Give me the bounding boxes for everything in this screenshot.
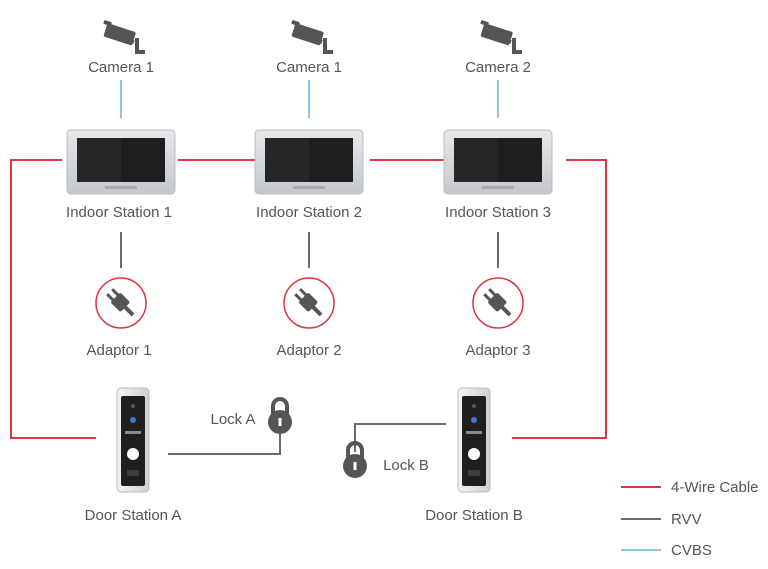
door-station-label: Door Station B (425, 507, 523, 524)
door-station-icon (457, 387, 491, 493)
camera-2: Camera 1 (276, 20, 342, 76)
indoor-monitor-icon (443, 129, 553, 195)
legend: 4-Wire Cable RVV CVBS (621, 479, 759, 559)
camera-label: Camera 2 (465, 59, 531, 76)
lock-label: Lock A (210, 411, 255, 428)
adaptor-label: Adaptor 3 (465, 342, 530, 359)
indoor-monitor-icon (66, 129, 176, 195)
door-station-a: Door Station A (85, 387, 182, 524)
indoor-station-1: Indoor Station 1 (66, 129, 176, 221)
cable-indoor1-doorA (10, 159, 96, 439)
indoor-station-label: Indoor Station 3 (445, 204, 551, 221)
adaptor-label: Adaptor 2 (276, 342, 341, 359)
legend-item-rvv: RVV (621, 511, 702, 528)
lock-label: Lock B (383, 457, 429, 474)
legend-label: 4-Wire Cable (671, 479, 759, 496)
lock-b: Lock B (343, 441, 429, 478)
rvv-doorB-lockB (354, 423, 446, 452)
indoor-monitor-icon (254, 129, 364, 195)
padlock-icon (268, 397, 292, 434)
lock-a: Lock A (210, 397, 292, 434)
cvbs-cables (120, 80, 499, 118)
camera-icon (291, 20, 333, 54)
padlock-icon (343, 441, 367, 478)
camera-label: Camera 1 (88, 59, 154, 76)
indoor-station-3: Indoor Station 3 (443, 129, 553, 221)
legend-item-four-wire: 4-Wire Cable (621, 479, 759, 496)
adaptor-1: Adaptor 1 (86, 277, 152, 359)
camera-icon (480, 20, 522, 54)
legend-label: RVV (671, 511, 702, 528)
camera-3: Camera 2 (465, 20, 531, 76)
legend-item-cvbs: CVBS (621, 542, 712, 559)
power-plug-icon (283, 277, 335, 329)
camera-label: Camera 1 (276, 59, 342, 76)
camera-icon (103, 20, 145, 54)
adaptor-3: Adaptor 3 (465, 277, 531, 359)
legend-label: CVBS (671, 542, 712, 559)
four-wire-cables (10, 159, 607, 439)
door-station-label: Door Station A (85, 507, 182, 524)
door-station-b: Door Station B (425, 387, 523, 524)
indoor-station-label: Indoor Station 1 (66, 204, 172, 221)
camera-1: Camera 1 (88, 20, 154, 76)
indoor-station-label: Indoor Station 2 (256, 204, 362, 221)
adaptor-2: Adaptor 2 (276, 277, 342, 359)
power-plug-icon (472, 277, 524, 329)
indoor-station-2: Indoor Station 2 (254, 129, 364, 221)
adaptor-label: Adaptor 1 (86, 342, 151, 359)
power-plug-icon (95, 277, 147, 329)
door-station-icon (116, 387, 150, 493)
cable-indoor3-doorB (512, 159, 607, 439)
